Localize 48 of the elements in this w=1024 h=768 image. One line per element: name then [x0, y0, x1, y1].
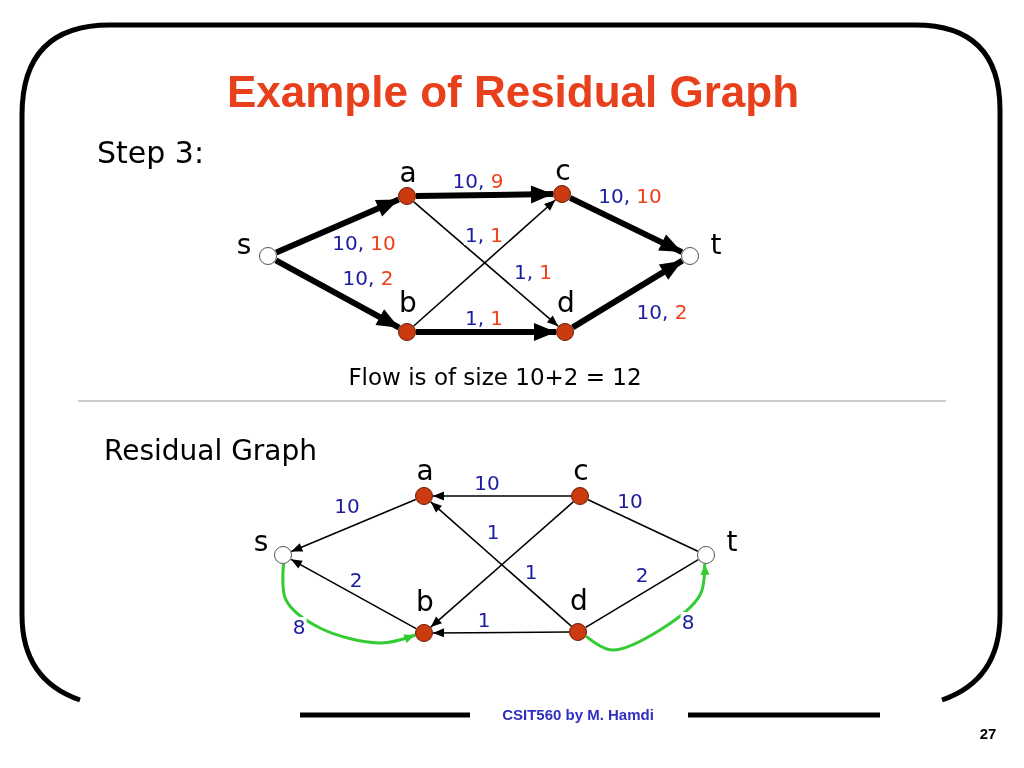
edge-label: 1: [523, 562, 539, 582]
arrow: [416, 323, 556, 341]
vertex-label: c: [573, 457, 589, 485]
vertex-label: t: [726, 528, 738, 556]
vertex-label: t: [710, 231, 722, 259]
edge-label: 2: [348, 570, 364, 590]
edge-label: 2: [634, 565, 650, 585]
arrow: [432, 491, 572, 501]
slide-title: Example of Residual Graph: [226, 68, 800, 117]
edge-label: 10, 10: [597, 186, 663, 206]
arrow: [585, 563, 710, 652]
vertex-label: a: [416, 457, 434, 485]
footer-credit: CSIT560 by M. Hamdi: [502, 707, 654, 724]
edge-label: 10, 2: [341, 268, 395, 288]
edge-label: 10, 9: [451, 171, 505, 191]
edge-label: 1: [485, 522, 501, 542]
edge-label: 1, 1: [463, 225, 505, 245]
arrow: [415, 185, 554, 204]
edge-line: [587, 499, 699, 552]
arrow: [274, 257, 401, 331]
edge-line: [584, 558, 700, 629]
edge-label: 8: [291, 617, 307, 637]
edge-label: 10: [473, 473, 501, 493]
edge-label: 10: [333, 496, 361, 516]
arrow: [275, 196, 400, 256]
vertex-label: d: [570, 587, 588, 615]
edge-label: 10, 10: [331, 233, 397, 253]
arrow: [571, 258, 684, 330]
edge-label: 10, 2: [635, 302, 689, 322]
arrow: [568, 195, 684, 255]
edge-label: 8: [680, 612, 696, 632]
vertex-label: a: [399, 159, 417, 187]
section-heading: Residual Graph: [104, 436, 318, 467]
arrow: [290, 558, 417, 630]
arrow: [290, 498, 417, 553]
vertex-label: d: [557, 289, 575, 317]
vertex-label: b: [416, 588, 434, 616]
page-number: 27: [979, 726, 997, 743]
arrow: [281, 563, 416, 645]
vertex-label: s: [253, 528, 269, 556]
vertex-label: b: [399, 289, 417, 317]
vertex-label: s: [236, 231, 252, 259]
vertex-label: c: [555, 157, 571, 185]
edge-label: 1: [476, 610, 492, 630]
edge-label: 10: [616, 491, 644, 511]
step-heading: Step 3:: [97, 136, 205, 169]
arrow: [432, 628, 570, 638]
flow-size-note: Flow is of size 10+2 = 12: [348, 365, 642, 391]
